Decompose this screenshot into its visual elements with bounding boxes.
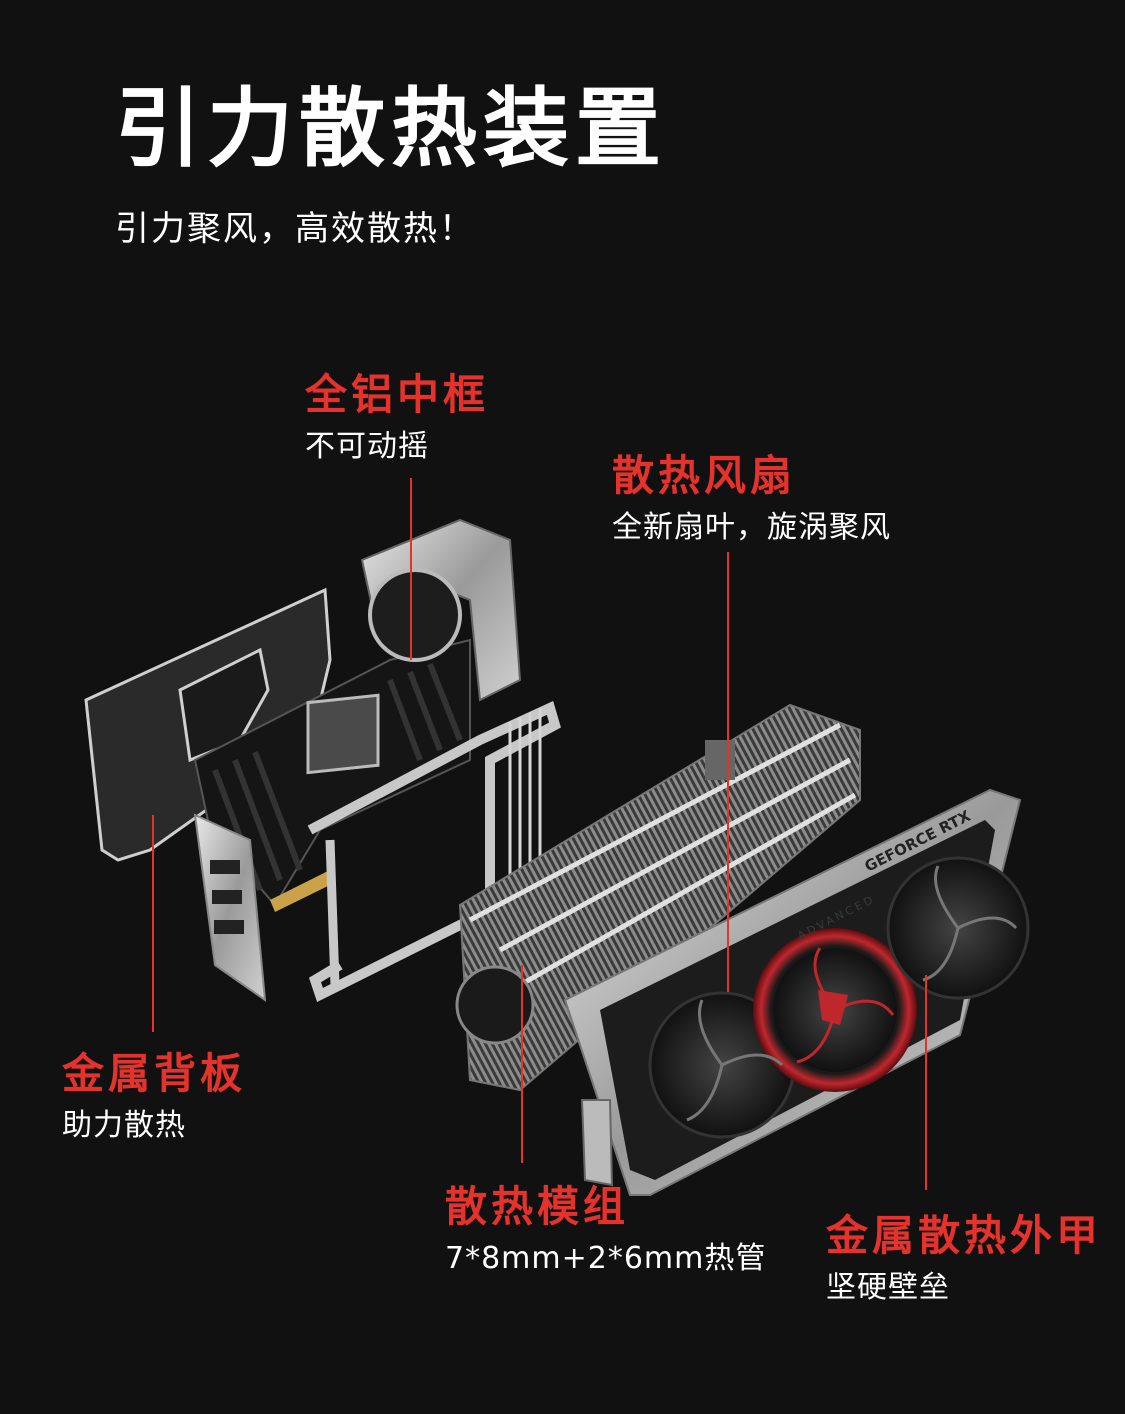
backplate-leader-line — [152, 815, 154, 1032]
backplate-part — [84, 587, 332, 862]
shroud-part: GEFORCE RTX ADVANCED — [563, 788, 1030, 1196]
callout-backplate-desc: 助力散热 — [62, 1108, 186, 1143]
callout-shroud-desc: 坚硬壁垒 — [826, 1270, 950, 1305]
callout-module: 散热模组 7*8mm+2*6mm热管 — [445, 1186, 766, 1274]
callout-backplate: 金属背板 助力散热 — [62, 1053, 246, 1141]
callout-module-desc: 7*8mm+2*6mm热管 — [445, 1241, 767, 1276]
callout-shroud: 金属散热外甲 坚硬壁垒 — [826, 1215, 1102, 1303]
fan-leader-line — [727, 552, 729, 992]
callout-backplate-heading: 金属背板 — [62, 1049, 247, 1098]
callout-shroud-heading: 金属散热外甲 — [826, 1211, 1103, 1260]
shroud-leader-line — [925, 975, 927, 1190]
frame-leader-line — [410, 478, 412, 660]
callout-frame-heading: 全铝中框 — [305, 370, 490, 419]
callout-fan-desc: 全新扇叶，旋涡聚风 — [612, 510, 891, 545]
callout-fan-heading: 散热风扇 — [612, 451, 797, 500]
page-title: 引力散热装置 — [115, 79, 667, 179]
heatsink-part — [455, 703, 861, 1092]
callout-frame-desc: 不可动摇 — [305, 429, 429, 464]
callout-frame: 全铝中框 不可动摇 — [305, 374, 489, 462]
module-leader-line — [521, 965, 523, 1163]
page-subtitle: 引力聚风，高效散热！ — [115, 209, 475, 249]
callout-module-heading: 散热模组 — [445, 1182, 630, 1231]
midframe-part — [307, 518, 561, 1003]
callout-fan: 散热风扇 全新扇叶，旋涡聚风 — [612, 455, 891, 543]
